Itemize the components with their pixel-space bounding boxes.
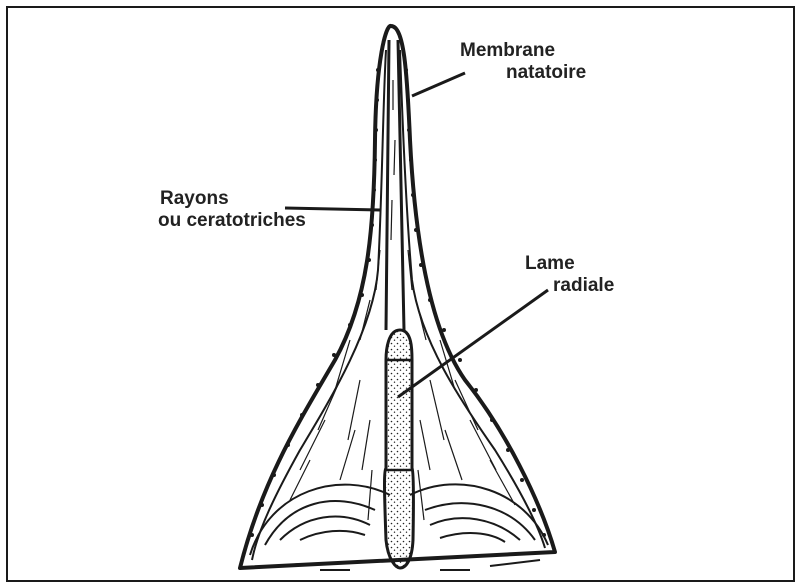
label-rayons: Rayons ou ceratotriches bbox=[160, 188, 306, 232]
label-rayons-line1: Rayons bbox=[160, 188, 306, 210]
lame-leader bbox=[398, 290, 548, 397]
label-lame-line2: radiale bbox=[553, 275, 614, 297]
label-lame-radiale: Lame radiale bbox=[525, 253, 614, 297]
membrane-leader bbox=[412, 73, 465, 96]
label-membrane-line1: Membrane bbox=[460, 40, 586, 62]
label-membrane-natatoire: Membrane natatoire bbox=[460, 40, 586, 84]
label-rayons-line2: ou ceratotriches bbox=[158, 210, 306, 232]
label-membrane-line2: natatoire bbox=[506, 62, 586, 84]
radial-plate bbox=[385, 330, 414, 568]
label-lame-line1: Lame bbox=[525, 253, 614, 275]
